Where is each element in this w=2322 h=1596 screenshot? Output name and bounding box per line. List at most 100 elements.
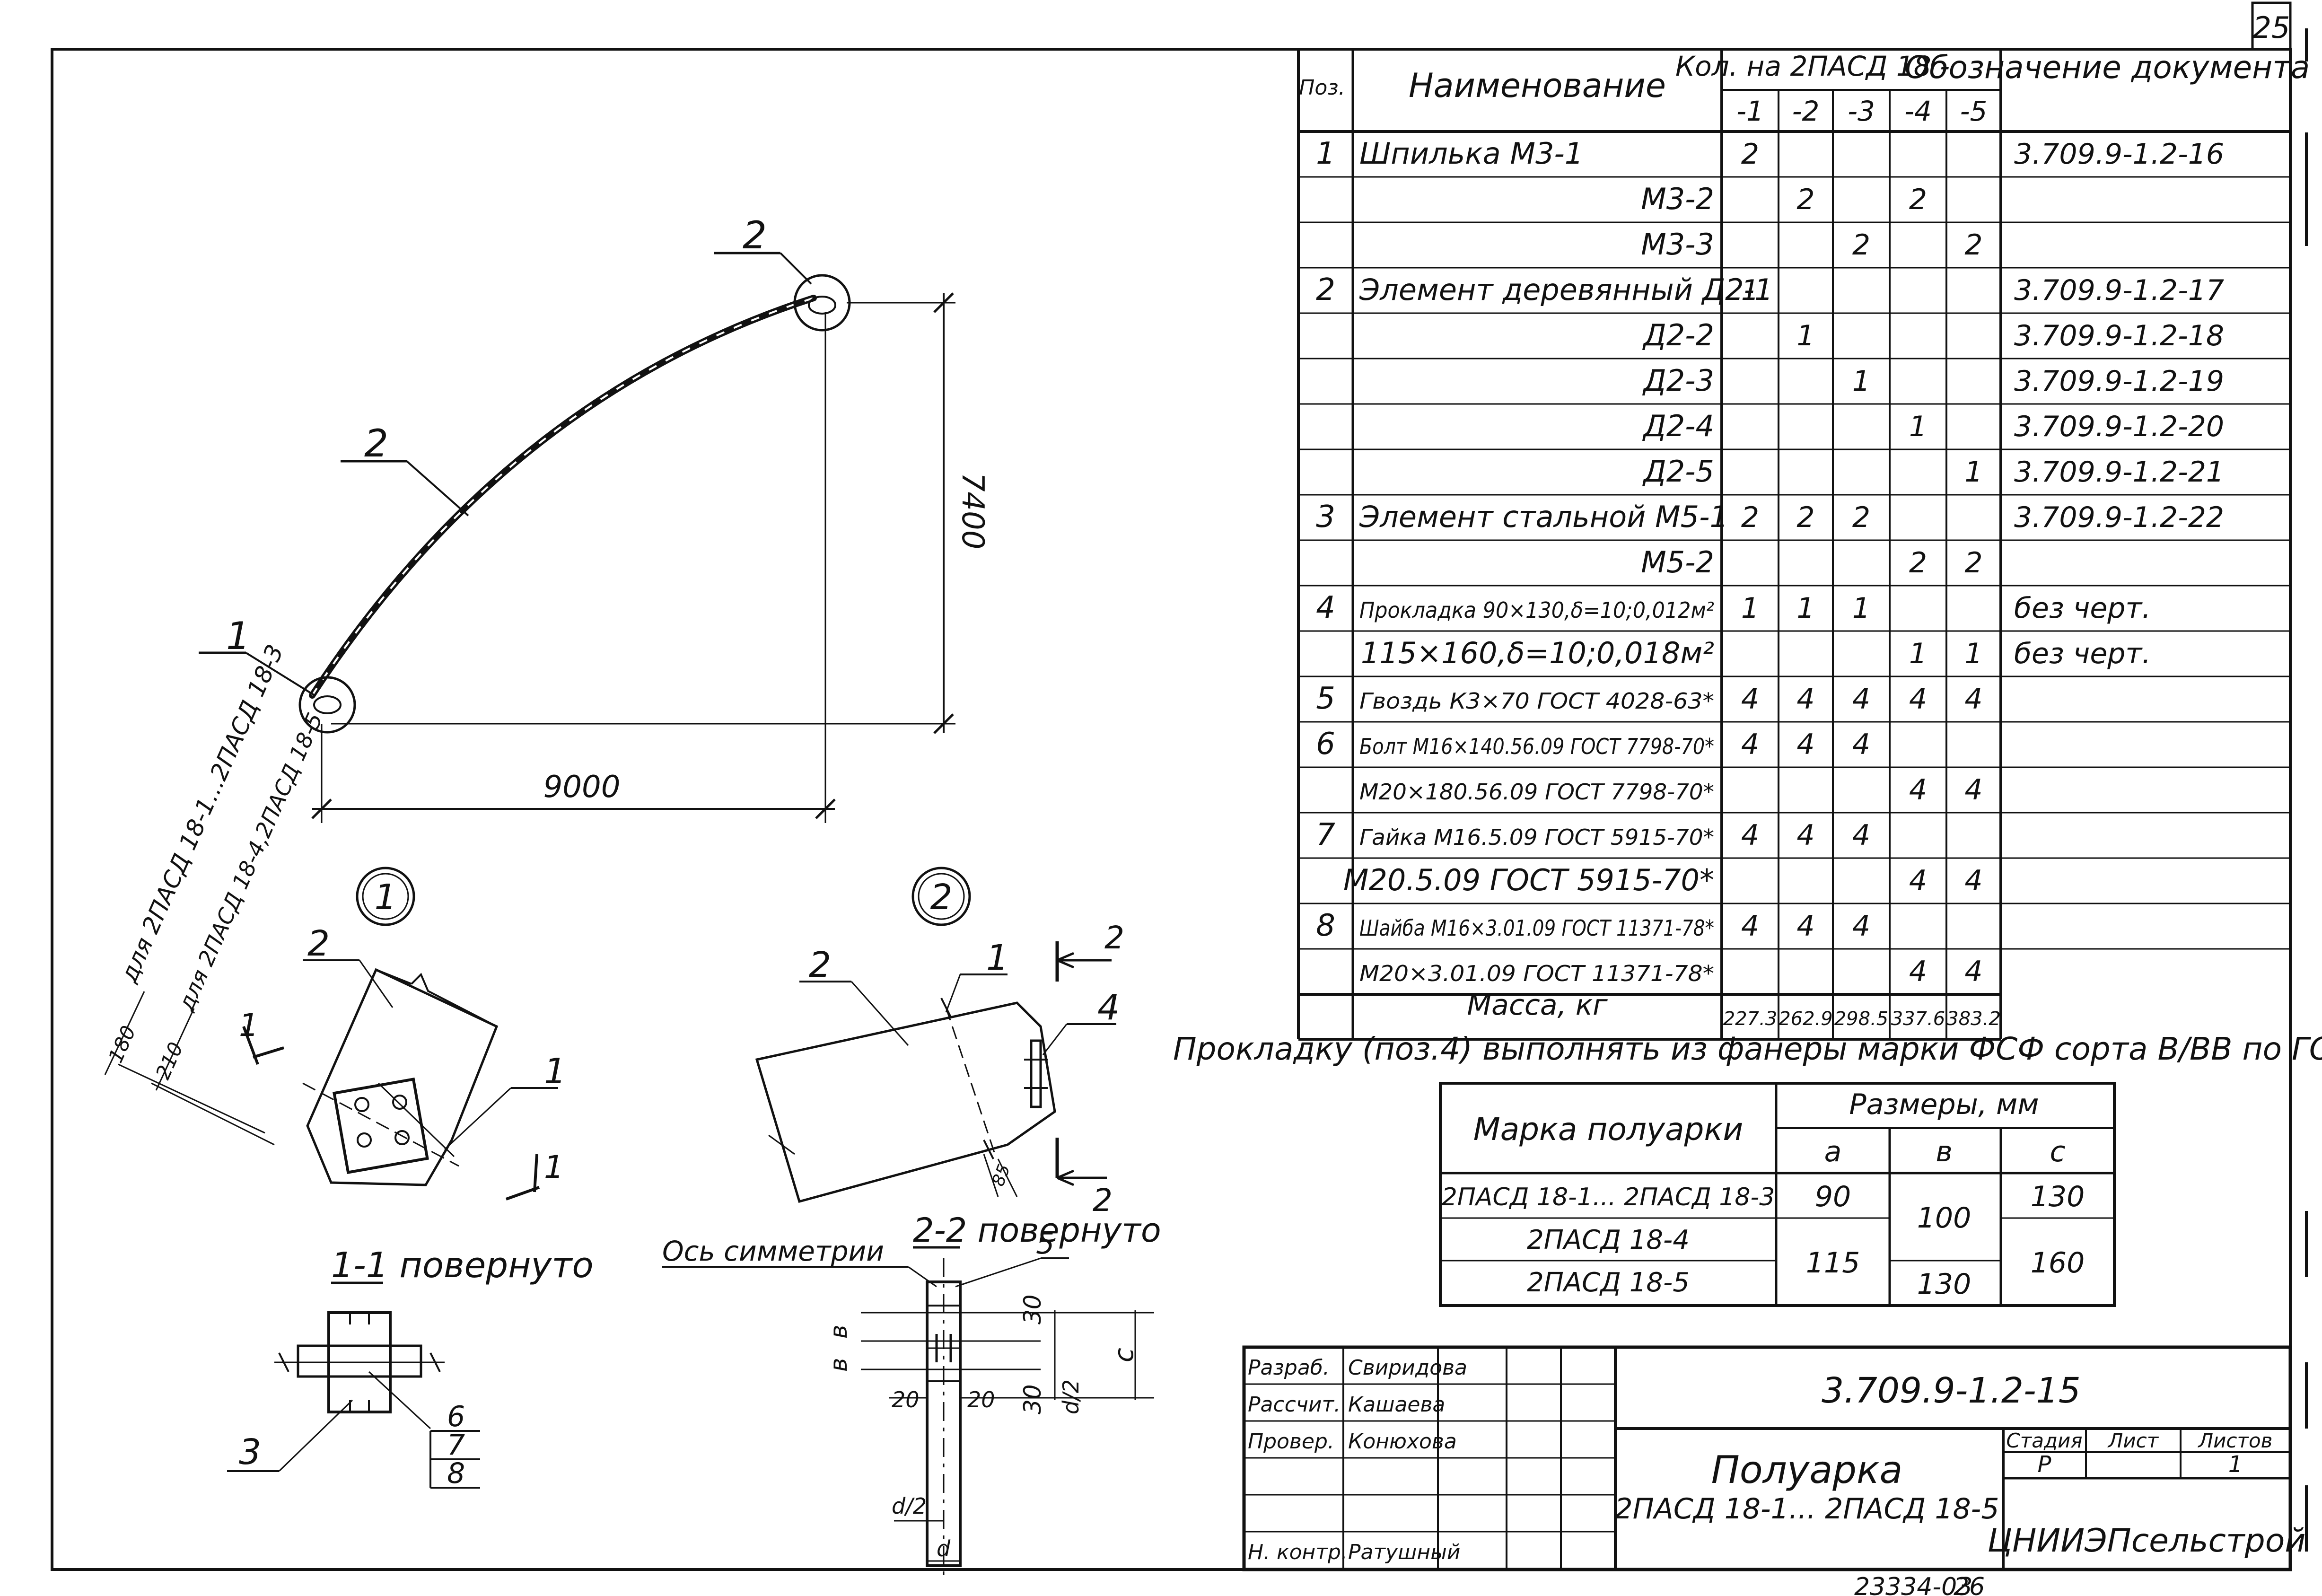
node1-circle-number: 1 bbox=[374, 877, 396, 918]
spec-qty: 1 bbox=[1796, 319, 1814, 352]
spec-qty-col-3: -3 bbox=[1848, 95, 1875, 127]
spec-name: Д2-3 bbox=[1642, 363, 1714, 398]
spec-qty: 1 bbox=[1741, 592, 1759, 625]
node1-circle bbox=[298, 676, 356, 734]
node2-label-2c: 2 bbox=[1093, 1182, 1113, 1219]
spec-doc: 3.709.9-1.2-22 bbox=[2014, 501, 2224, 534]
dims-col-mark: Марка полуарки bbox=[1473, 1111, 1743, 1148]
tb-role: Н. контр. bbox=[1248, 1540, 1348, 1564]
spec-mass-value: 262.9 bbox=[1779, 1008, 1833, 1030]
spec-qty: 1 bbox=[1964, 456, 1982, 489]
stamp-number: 23334-03 bbox=[1854, 1573, 1972, 1596]
spec-pos: 5 bbox=[1316, 681, 1335, 716]
spec-qty: 2 bbox=[1852, 228, 1870, 262]
tb-person: Свиридова bbox=[1348, 1356, 1467, 1380]
node1-label-1c: 1 bbox=[544, 1149, 564, 1185]
spec-doc: без черт. bbox=[2014, 637, 2151, 670]
sheets-label: Листов bbox=[2198, 1429, 2273, 1452]
dims-b-130: 130 bbox=[1917, 1268, 1972, 1301]
node2-label-1: 1 bbox=[986, 938, 1008, 978]
spec-qty: 2 bbox=[1909, 546, 1927, 579]
spec-qty: 4 bbox=[1909, 773, 1927, 807]
dims-col-b: в bbox=[1936, 1135, 1952, 1168]
sheets-value: 1 bbox=[2228, 1451, 2243, 1478]
spec-qty: 2 bbox=[1796, 501, 1814, 534]
spec-qty: 4 bbox=[1796, 683, 1814, 716]
dim-d: d bbox=[937, 1536, 951, 1561]
spec-qty: 4 bbox=[1852, 910, 1870, 943]
spec-qty: 1 bbox=[1909, 410, 1927, 443]
organization: ЦНИИЭПсельстрой bbox=[1988, 1522, 2306, 1560]
spec-table: Поз. Наименование Кол. на 2ПАСД 18 - Обо… bbox=[1297, 49, 2310, 1041]
spec-qty-col-2: -2 bbox=[1792, 95, 1820, 127]
spec-qty: 2 bbox=[1964, 546, 1982, 579]
spec-pos: 1 bbox=[1316, 136, 1335, 171]
spec-qty: 4 bbox=[1741, 683, 1759, 716]
dim-b-2: в bbox=[825, 1358, 852, 1372]
spec-name: М3-3 bbox=[1641, 227, 1714, 262]
node1-label-1b: 1 bbox=[239, 1007, 259, 1044]
spec-header-qty-group: Кол. на 2ПАСД 18 - bbox=[1675, 50, 1950, 82]
spec-qty: 4 bbox=[1909, 955, 1927, 988]
tb-role: Разраб. bbox=[1248, 1356, 1330, 1380]
spec-pos: 7 bbox=[1316, 817, 1335, 852]
drawing-subtitle: 2ПАСД 18-1... 2ПАСД 18-5 bbox=[1615, 1492, 1999, 1526]
dims-c-130: 130 bbox=[2031, 1180, 2085, 1213]
spec-name: 115×160,δ=10;0,018м² bbox=[1361, 636, 1714, 670]
spec-qty: 2 bbox=[1741, 138, 1759, 171]
dims-col-group: Размеры, мм bbox=[1849, 1088, 2039, 1121]
dim-c: c bbox=[1109, 1348, 1139, 1362]
spec-name: Прокладка 90×130,δ=10;0,012м² bbox=[1359, 597, 1714, 623]
spec-name: М3-2 bbox=[1641, 182, 1714, 216]
dim-b-1: в bbox=[825, 1325, 852, 1339]
spec-mass-label: Масса, кг bbox=[1467, 989, 1608, 1022]
tb-role: Рассчит. bbox=[1248, 1393, 1341, 1417]
spec-name: Шайба М16×3.01.09 ГОСТ 11371-78* bbox=[1359, 915, 1714, 941]
spec-qty: 4 bbox=[1852, 683, 1870, 716]
spec-mass-value: 337.6 bbox=[1891, 1008, 1945, 1030]
spec-qty: 1 bbox=[1852, 365, 1870, 398]
spec-qty: 2 bbox=[1741, 501, 1759, 534]
spec-qty: 4 bbox=[1741, 910, 1759, 943]
spec-qty: 4 bbox=[1852, 728, 1870, 761]
dims-row-3-mark: 2ПАСД 18-5 bbox=[1527, 1267, 1690, 1298]
arch-view: 1 2 2 7400 9000 bbox=[199, 213, 990, 823]
spec-qty-col-1: -1 bbox=[1736, 95, 1764, 127]
stamp-page: 26 bbox=[1954, 1573, 1985, 1596]
tb-role: Провер. bbox=[1248, 1429, 1334, 1454]
section-2-2: 2-2 повернуто Ось симметрии 5 30 30 в в … bbox=[662, 1211, 1161, 1580]
label-for-4-5: для 2ПАСД 18-4,2ПАСД 18-5 bbox=[173, 709, 328, 1015]
dim-20-left: 20 bbox=[892, 1387, 920, 1412]
spec-name: Гвоздь К3×70 ГОСТ 4028-63* bbox=[1359, 688, 1714, 714]
note-text: Прокладку (поз.4) выполнять из фанеры ма… bbox=[1173, 1031, 2322, 1067]
spec-qty: 4 bbox=[1796, 819, 1814, 852]
sheet-number: 25 bbox=[2253, 10, 2290, 45]
callout-pos-1: 1 bbox=[226, 614, 250, 658]
spec-qty: 4 bbox=[1852, 819, 1870, 852]
spec-qty: 4 bbox=[1741, 819, 1759, 852]
spec-mass-value: 383.2 bbox=[1946, 1008, 2001, 1030]
spec-qty-headers: -1-2-3-4-5 bbox=[1736, 95, 1987, 127]
spec-doc: 3.709.9-1.2-16 bbox=[2014, 138, 2224, 171]
dim-210: 210 bbox=[151, 1039, 187, 1083]
stage-label: Стадия bbox=[2006, 1429, 2082, 1452]
spec-qty: 1 bbox=[1796, 592, 1814, 625]
callout-pos-2-mid: 2 bbox=[364, 421, 388, 465]
spec-doc: без черт. bbox=[2014, 592, 2151, 625]
section-1-1-label-3: 3 bbox=[239, 1432, 261, 1473]
spec-qty: 1 bbox=[1909, 637, 1927, 670]
dims-c-160: 160 bbox=[2031, 1246, 2085, 1280]
